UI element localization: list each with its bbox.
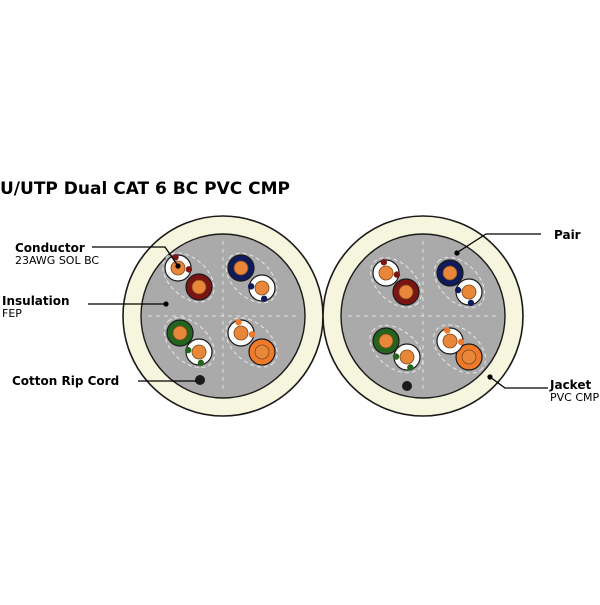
conductor-label: Conductor — [15, 241, 85, 255]
conductor-core — [233, 325, 249, 341]
conductor-detail: 23AWG SOL BC — [15, 254, 99, 267]
pair-dot — [454, 250, 460, 256]
insulation-detail: FEP — [2, 307, 22, 320]
diagram-title: U/UTP Dual CAT 6 BC PVC CMP — [0, 179, 290, 199]
stripe-mark — [197, 359, 205, 367]
conductor-core — [191, 344, 207, 360]
stripe-mark — [184, 346, 192, 354]
pair-outline — [225, 252, 278, 304]
right-pair-blue — [433, 256, 486, 309]
jacket-leader — [489, 376, 548, 389]
right-pair-green — [369, 324, 424, 374]
stripe-mark — [260, 295, 268, 302]
conductor-core — [442, 333, 458, 349]
stripe-mark — [235, 319, 242, 326]
conductor-core — [191, 279, 207, 295]
conductor-core — [378, 265, 394, 281]
conductor-core — [233, 260, 249, 276]
conductor-core — [399, 349, 415, 365]
stripe-mark — [185, 266, 193, 273]
stripe-mark — [467, 299, 475, 307]
left-rip-cord — [195, 375, 205, 385]
insulation-label: Insulation — [2, 294, 70, 308]
conductor-core — [398, 284, 414, 300]
pair-outline — [225, 317, 278, 368]
right-rip-cord — [402, 381, 412, 391]
pair-label: Pair — [554, 228, 581, 242]
conductor-core — [442, 265, 458, 281]
pair-outline — [370, 257, 422, 308]
insulation-dot — [163, 301, 169, 307]
pair-outline — [162, 252, 215, 303]
stripe-mark — [457, 338, 465, 346]
rip-cord-label: Cotton Rip Cord — [12, 374, 119, 388]
jacket-label: Jacket — [549, 378, 591, 392]
pair-outline — [432, 324, 487, 374]
stripe-mark — [248, 331, 256, 338]
pair-outline — [163, 316, 216, 369]
conductor-core — [254, 280, 270, 296]
stripe-mark — [247, 283, 255, 290]
right-pair-orange — [432, 324, 487, 374]
left-pair-orange — [225, 317, 278, 368]
conductor-dot — [175, 263, 181, 269]
stripe-mark — [454, 286, 462, 294]
stripe-mark — [392, 353, 400, 360]
conductor-leader — [92, 246, 179, 267]
conductor-core — [172, 325, 188, 341]
stripe-mark — [443, 327, 451, 334]
conductor-core — [461, 284, 477, 300]
leader-dots — [163, 250, 493, 380]
jacket-dot — [487, 374, 493, 380]
left-pair-green — [163, 316, 216, 369]
left-pair-blue — [225, 252, 278, 304]
pair-outline — [433, 256, 486, 309]
right-pairs — [348, 241, 498, 391]
conductor-core — [378, 333, 394, 349]
jacket-detail: PVC CMP — [550, 391, 600, 404]
stripe-mark — [380, 259, 388, 266]
pair-leader — [457, 233, 541, 253]
right-cable — [322, 215, 524, 417]
conductor-core — [254, 344, 270, 360]
left-cable — [122, 215, 324, 417]
pair-outline — [369, 324, 424, 374]
right-pair-brown — [370, 257, 422, 308]
stripe-mark — [172, 254, 179, 261]
stripe-mark — [407, 364, 414, 371]
leader-lines — [88, 233, 548, 389]
stripe-mark — [393, 271, 401, 278]
conductor-core — [461, 349, 477, 365]
